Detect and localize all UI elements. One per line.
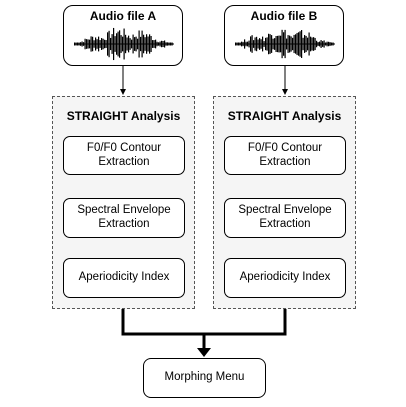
morphing-menu-box: Morphing Menu <box>143 358 266 398</box>
morphing-menu-label: Morphing Menu <box>164 371 245 384</box>
step2-line1: Spectral Envelope <box>77 204 171 217</box>
step2-line1: Spectral Envelope <box>238 204 332 217</box>
waveform-icon <box>235 29 335 59</box>
step3-label: Aperiodicity Index <box>239 271 331 284</box>
merge-connector <box>121 309 287 349</box>
step1-line1: F0/F0 Contour <box>86 141 162 154</box>
step2-line2: Extraction <box>259 218 311 230</box>
group-a-title: STRAIGHT Analysis <box>66 109 181 123</box>
waveform-baseline <box>74 43 174 45</box>
group-b-title: STRAIGHT Analysis <box>227 109 342 123</box>
step3-label: Aperiodicity Index <box>78 271 170 284</box>
f0-contour-extraction-a: F0/F0 Contour Extraction <box>63 136 185 175</box>
aperiodicity-index-a: Aperiodicity Index <box>63 258 185 298</box>
audio-file-a-box: Audio file A <box>63 5 183 66</box>
audio-file-b-box: Audio file B <box>224 5 344 66</box>
spectral-envelope-extraction-a: Spectral Envelope Extraction <box>63 198 185 238</box>
step2-line2: Extraction <box>98 218 150 230</box>
merge-arrowhead <box>197 348 211 357</box>
audio-file-b-title: Audio file B <box>250 9 318 23</box>
waveform-baseline <box>235 43 335 45</box>
step1-line1: F0/F0 Contour <box>247 141 323 154</box>
step1-line2: Extraction <box>98 155 150 168</box>
f0-contour-extraction-b: F0/F0 Contour Extraction <box>224 136 346 175</box>
waveform-icon <box>74 27 174 61</box>
step1-line2: Extraction <box>259 155 311 168</box>
audio-file-a-title: Audio file A <box>89 9 157 23</box>
aperiodicity-index-b: Aperiodicity Index <box>224 258 346 298</box>
spectral-envelope-extraction-b: Spectral Envelope Extraction <box>224 198 346 238</box>
